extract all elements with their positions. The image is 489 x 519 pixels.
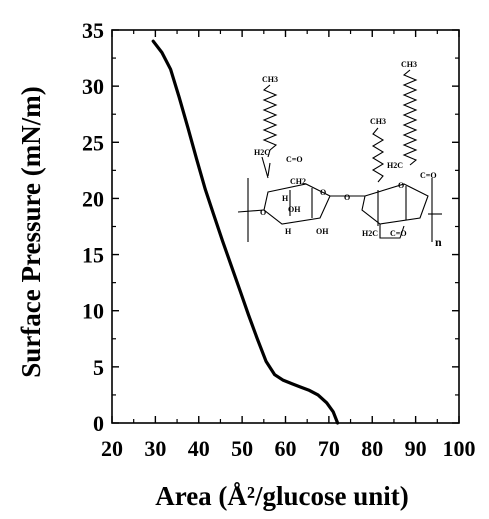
x-tick-label: 20 — [101, 436, 123, 461]
backbone-left — [237, 209, 265, 213]
y-tick-label: 15 — [82, 243, 104, 268]
x-tick-label: 60 — [275, 436, 297, 461]
label-h-2: H — [285, 227, 292, 236]
y-tick-label: 30 — [82, 74, 104, 99]
label-h-1: H — [282, 194, 289, 203]
x-tick-label: 40 — [188, 436, 210, 461]
label-o-ring-2: O — [398, 181, 404, 190]
glucose-ring-2 — [361, 183, 429, 225]
x-tick-label: 90 — [405, 436, 427, 461]
x-tick-label: 70 — [318, 436, 340, 461]
label-o-ring-2b: O — [260, 208, 266, 217]
x-tick-label: 80 — [361, 436, 383, 461]
label-h2c-3: H2C — [362, 229, 378, 238]
y-tick-label: 10 — [82, 299, 104, 324]
label-o-link: O — [344, 193, 350, 202]
x-tick-label: 50 — [231, 436, 253, 461]
molecular-structure: CH3 CH3 CH3 H2C C=O H2C C=O CH2 O H OH O… — [237, 60, 442, 249]
label-ch3-1: CH3 — [262, 75, 278, 84]
axis-ticks — [111, 29, 460, 424]
label-ch3-3: CH3 — [401, 60, 417, 69]
label-o-ring-1: O — [320, 188, 326, 197]
lower-ester — [379, 224, 405, 239]
chain-1-ester — [267, 162, 271, 177]
tick-labels: 20 30 40 50 60 70 80 90 100 0 5 10 15 20 25 30 35 — [82, 18, 476, 461]
label-oh-1: OH — [288, 205, 301, 214]
y-tick-label: 5 — [93, 355, 104, 380]
chain-1-link — [267, 149, 271, 158]
y-tick-label: 35 — [82, 18, 104, 43]
alkyl-chain-2 — [371, 127, 385, 183]
alkyl-chain-3 — [402, 69, 418, 166]
x-axis-title: Area (Å²/glucose unit) — [155, 481, 409, 511]
label-oh-2: OH — [316, 227, 329, 236]
alkyl-chain-1 — [262, 84, 278, 151]
y-tick-label: 0 — [93, 411, 104, 436]
y-tick-label: 20 — [82, 186, 104, 211]
label-ch3-2: CH3 — [370, 117, 386, 126]
label-co-2: C=O — [420, 171, 437, 180]
label-co-3: C=O — [390, 229, 407, 238]
x-tick-label: 30 — [144, 436, 166, 461]
y-axis-title: Surface Pressure (mN/m) — [16, 86, 46, 377]
label-co-1: C=O — [286, 155, 303, 164]
label-ch2: CH2 — [290, 177, 306, 186]
chain-1-ch2 — [261, 156, 269, 179]
label-n: n — [435, 235, 442, 249]
isotherm-line — [151, 39, 340, 425]
label-h2c-2: H2C — [387, 161, 403, 170]
x-tick-label: 100 — [443, 436, 476, 461]
label-h2c-1: H2C — [254, 148, 270, 157]
y-tick-label: 25 — [82, 130, 104, 155]
